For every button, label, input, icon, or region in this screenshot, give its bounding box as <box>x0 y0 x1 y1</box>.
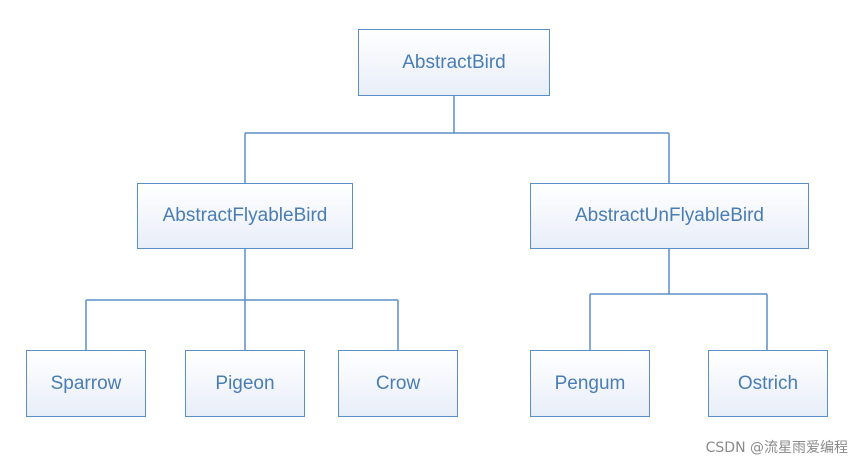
csdn-watermark: CSDN @流星雨爱编程 <box>705 440 848 456</box>
connector-root-to-children <box>244 96 670 183</box>
connector-unflyable-to-children <box>589 249 768 350</box>
connector-flyable-to-children <box>85 249 399 350</box>
node-abstract-bird: AbstractBird <box>358 29 550 96</box>
node-abstract-unflyable-bird: AbstractUnFlyableBird <box>530 183 809 249</box>
node-pengum: Pengum <box>530 350 650 417</box>
node-crow: Crow <box>338 350 458 417</box>
node-abstract-flyable-bird: AbstractFlyableBird <box>137 183 353 249</box>
node-sparrow: Sparrow <box>26 350 146 417</box>
node-pigeon: Pigeon <box>185 350 305 417</box>
node-ostrich: Ostrich <box>708 350 828 417</box>
